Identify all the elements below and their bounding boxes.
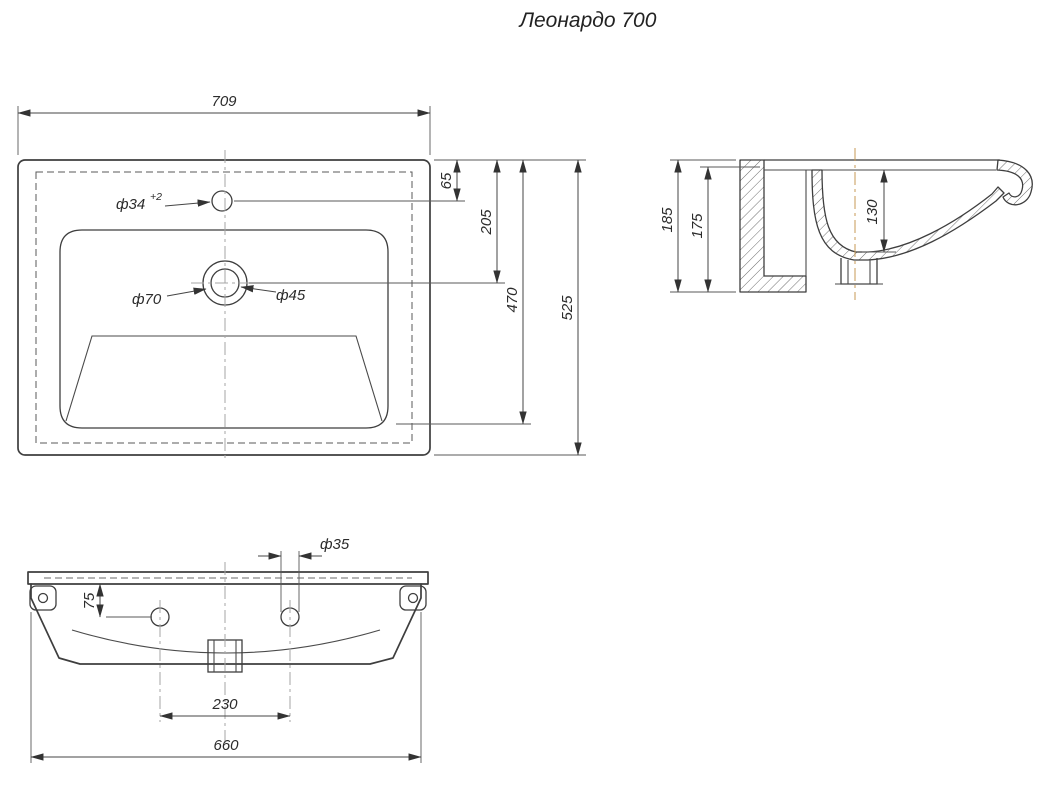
faucet-tol-label: +2 [150,191,162,203]
drawing-title: Леонардо 700 [518,9,657,32]
dim-130-label: 130 [864,199,881,225]
left-mount-hole [37,592,49,604]
drain-inner-leader [240,285,277,293]
faucet-hole [211,190,233,212]
bowl-bottom-curve [71,629,381,654]
dim-525-label: 525 [559,295,576,321]
front-view: ф35 75 230 660 [27,536,429,763]
basin-rim [59,229,389,429]
drain-outer-dia-label: ф70 [132,291,162,308]
back-wall-section [739,159,807,293]
dim-185-label: 185 [659,207,676,233]
side-view: 185 175 130 [659,148,1033,300]
dim-65-label: 65 [438,172,455,189]
left-mount-tab [29,585,57,611]
bowl-section [811,169,1005,261]
dim-175-label: 175 [689,213,706,239]
dim-230-label: 230 [211,696,238,713]
drain-outer-leader [166,287,207,297]
drain-inner-dia-label: ф45 [276,287,306,304]
top-view: ф34 +2 ф70 ф45 709 65 205 470 525 [17,93,586,462]
dim-709-label: 709 [211,93,237,110]
front-rim-section [996,159,1033,206]
deck-edge [27,571,429,585]
dim-205-label: 205 [478,209,495,236]
right-mount-hole [407,592,419,604]
faucet-dia-label: ф34 [116,196,145,213]
dim-660-label: 660 [213,737,239,754]
dim-75-label: 75 [81,592,98,609]
dim-470-label: 470 [504,287,521,313]
right-mount-tab [399,585,427,611]
drain-fitting [840,258,878,285]
hidden-edge-outline [35,171,413,444]
sink-outline [17,159,431,456]
basin-bottom [65,335,383,422]
hole-dia-label: ф35 [320,536,350,553]
faucet-leader [164,199,211,207]
